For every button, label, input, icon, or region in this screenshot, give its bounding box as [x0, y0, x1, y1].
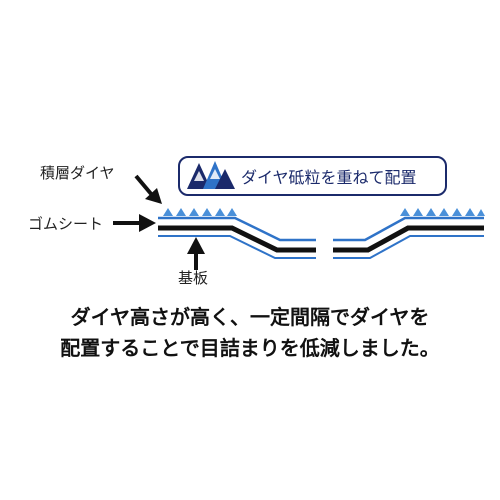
substrate-bottom-line-left	[158, 235, 316, 259]
diamond-grit	[477, 209, 485, 216]
stacked-diamond-triangles-icon	[187, 161, 235, 189]
diamond-grits-left	[163, 208, 237, 216]
diamond-grit	[413, 208, 423, 216]
rubber-sheet-line-right	[333, 216, 484, 242]
arrow-layered-diamond	[134, 174, 162, 204]
callout-box: ダイヤ砥粒を重ねて配置	[178, 156, 447, 196]
label-rubber-sheet: ゴムシート	[28, 215, 104, 233]
diamond-grit	[465, 208, 475, 216]
caption: ダイヤ高さが高く、一定間隔でダイヤを 配置することで目詰まりを低減しました。	[0, 302, 500, 364]
callout-text: ダイヤ砥粒を重ねて配置	[241, 168, 417, 187]
label-layered-diamond: 積層ダイヤ	[40, 164, 115, 182]
diamond-grits-right	[400, 208, 485, 216]
rubber-sheet-line-left	[158, 216, 316, 242]
caption-line-2: 配置することで目詰まりを低減しました。	[60, 336, 440, 360]
substrate-band-right	[333, 225, 484, 253]
caption-line-1: ダイヤ高さが高く、一定間隔でダイヤを	[70, 305, 430, 329]
substrate-bottom-line-right	[333, 235, 484, 259]
diamond-grit	[189, 208, 199, 216]
diamond-grit	[163, 208, 173, 216]
label-substrate: 基板	[178, 269, 209, 287]
diamond-grit	[202, 208, 212, 216]
diamond-grit	[215, 208, 225, 216]
diamond-grit	[439, 208, 449, 216]
diamond-grit	[426, 208, 436, 216]
diamond-grit	[400, 208, 410, 216]
diamond-grit	[227, 208, 237, 216]
arrow-rubber-sheet	[113, 214, 156, 232]
arrow-substrate	[187, 237, 205, 270]
substrate-band-left	[158, 225, 316, 253]
diamond-grit	[176, 208, 186, 216]
diamond-grit	[452, 208, 462, 216]
